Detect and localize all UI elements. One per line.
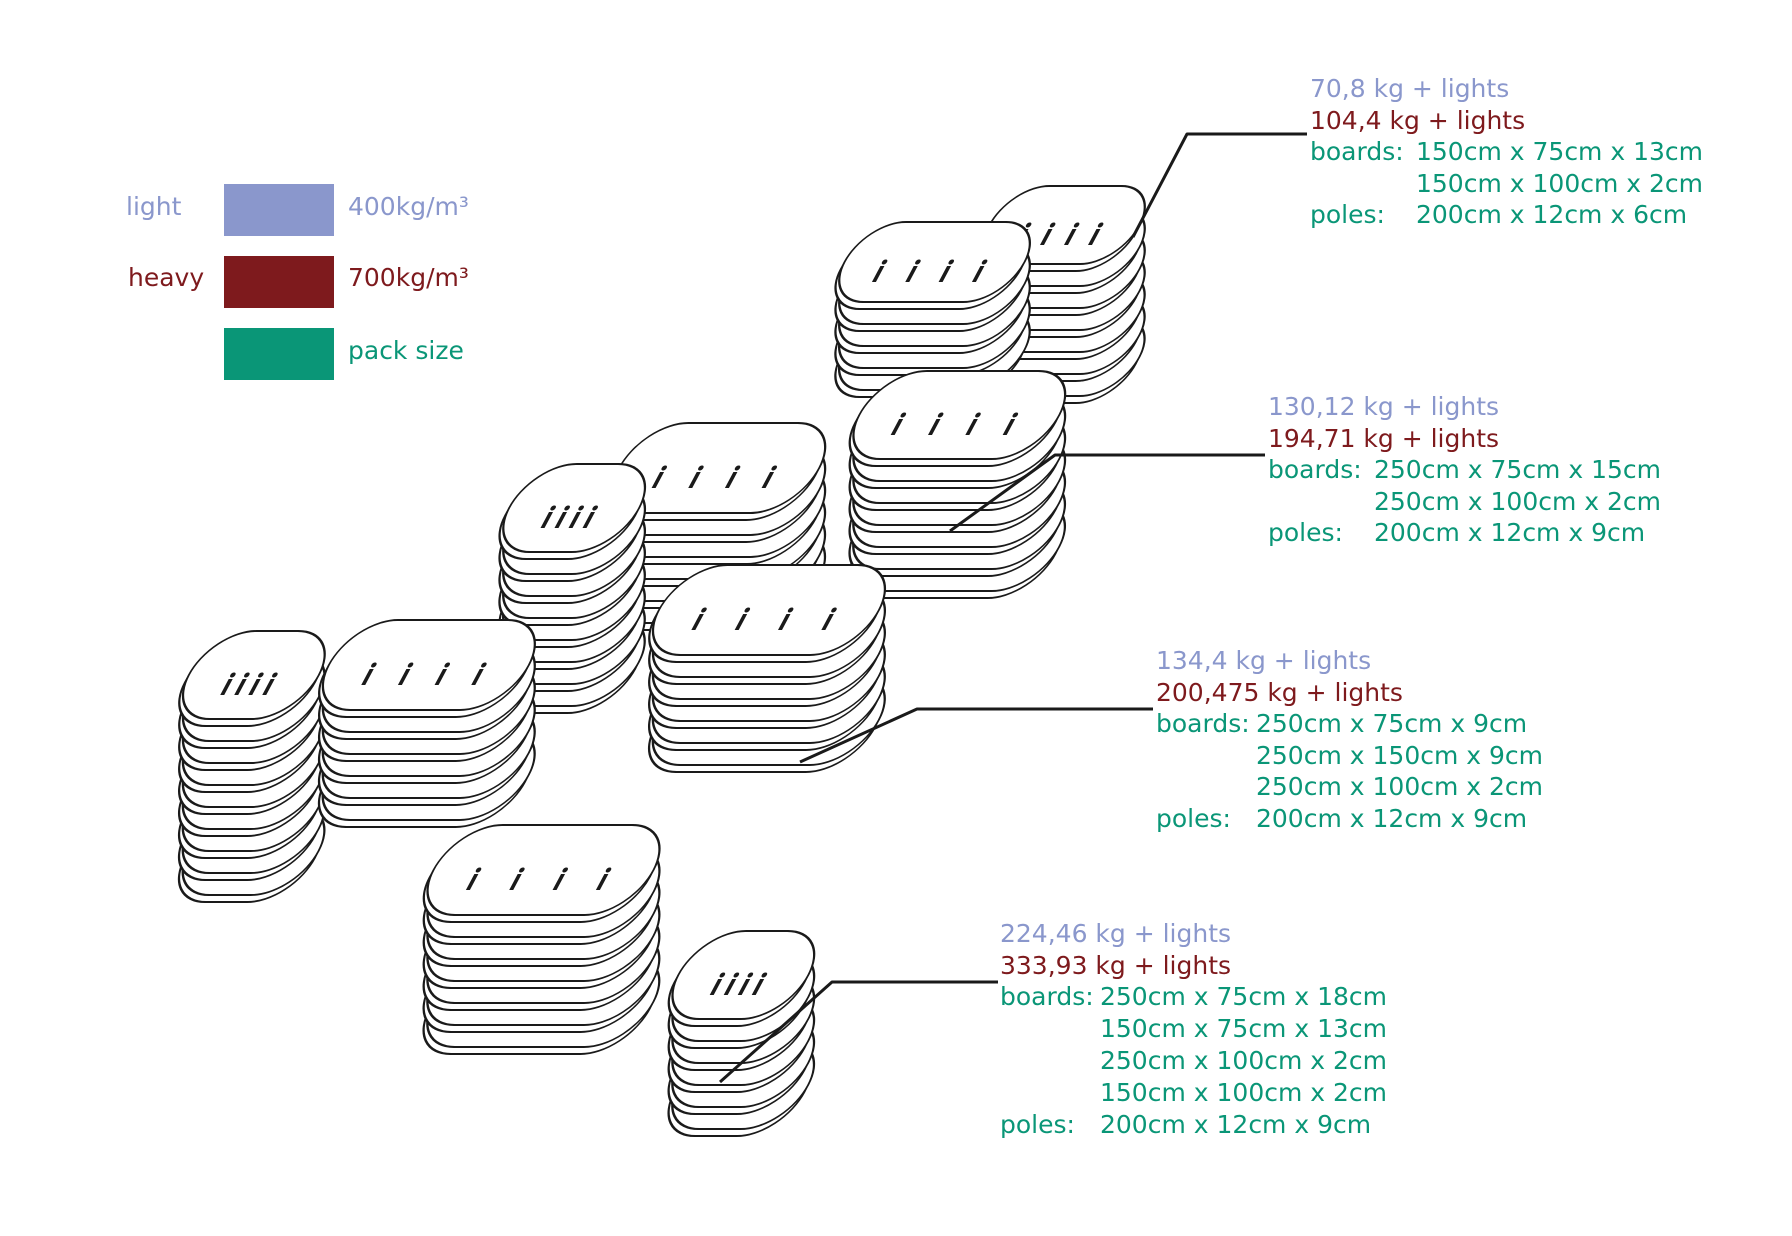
config-3-pole-1: 200cm x 12cm x 9cm [1256, 804, 1528, 833]
unit-4-front-stack [422, 824, 661, 1055]
config-2-board-1: 250cm x 75cm x 15cm [1374, 455, 1662, 484]
legend-heavy-label: heavy [128, 263, 205, 292]
unit-4-mid-stack [317, 619, 536, 828]
config-3-poles-label: poles: [1156, 804, 1231, 833]
leader-config-1 [1131, 132, 1307, 238]
unit-3-front-stack [647, 564, 887, 773]
legend-light-swatch [224, 184, 334, 236]
config-1-board-2: 150cm x 100cm x 2cm [1416, 169, 1704, 198]
config-2-pole-1: 200cm x 12cm x 9cm [1374, 518, 1646, 547]
config-1-heavy-weight: 104,4 kg + lights [1310, 106, 1526, 135]
config-1-poles-label: poles: [1310, 200, 1385, 229]
config-2-board-2: 250cm x 100cm x 2cm [1374, 487, 1662, 516]
legend-light-label: light [126, 192, 182, 221]
unit-3-left-stack [498, 463, 647, 714]
config-4-board-4: 150cm x 100cm x 2cm [1100, 1078, 1388, 1107]
config-4-board-3: 250cm x 100cm x 2cm [1100, 1046, 1388, 1075]
config-3-board-1: 250cm x 75cm x 9cm [1256, 709, 1528, 738]
legend-pack-swatch [224, 328, 334, 380]
config-1-pole-1: 200cm x 12cm x 6cm [1416, 200, 1688, 229]
config-4-board-2: 150cm x 75cm x 13cm [1100, 1014, 1388, 1043]
config-2-boards-label: boards: [1268, 455, 1362, 484]
config-4-heavy-weight: 333,93 kg + lights [1000, 951, 1232, 980]
config-3-board-2: 250cm x 150cm x 9cm [1256, 741, 1544, 770]
config-1-light-weight: 70,8 kg + lights [1310, 74, 1510, 103]
legend-pack-label: pack size [348, 336, 464, 365]
config-3-light-weight: 134,4 kg + lights [1156, 646, 1372, 675]
config-3-heavy-weight: 200,475 kg + lights [1156, 678, 1403, 707]
unit-1-left-stack [834, 221, 1031, 398]
config-1-boards-label: boards: [1310, 137, 1404, 166]
config-2-poles-label: poles: [1268, 518, 1343, 547]
unit-4-left-stack [177, 630, 326, 903]
config-4-light-weight: 224,46 kg + lights [1000, 919, 1232, 948]
config-4-boards-label: boards: [1000, 982, 1094, 1011]
config-3-board-3: 250cm x 100cm x 2cm [1256, 772, 1544, 801]
leader-config-3 [799, 707, 1153, 764]
legend-heavy-swatch [224, 256, 334, 308]
config-2-light-weight: 130,12 kg + lights [1268, 392, 1500, 421]
config-4-board-1: 250cm x 75cm x 18cm [1100, 982, 1388, 1011]
config-3-boards-label: boards: [1156, 709, 1250, 738]
config-2-heavy-weight: 194,71 kg + lights [1268, 424, 1500, 453]
leader-config-2 [949, 453, 1265, 533]
legend-light-density: 400kg/m³ [348, 192, 469, 221]
unit-2-stack [848, 370, 1067, 599]
config-4-poles-label: poles: [1000, 1110, 1075, 1139]
leader-config-4 [719, 980, 998, 1084]
unit-4-right-stack [667, 930, 816, 1137]
legend-heavy-density: 700kg/m³ [348, 263, 469, 292]
config-1-board-1: 150cm x 75cm x 13cm [1416, 137, 1704, 166]
config-4-pole-1: 200cm x 12cm x 9cm [1100, 1110, 1372, 1139]
